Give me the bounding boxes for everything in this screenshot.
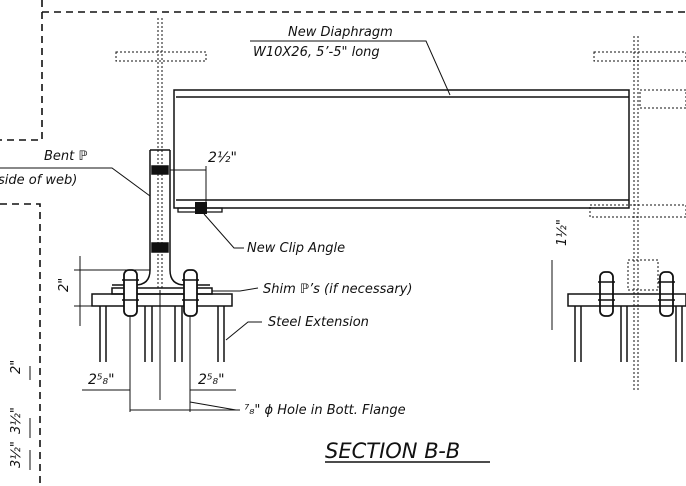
dim-bolt-right: 2⁵₈" [198,372,225,388]
dim-edge-b: 3½" [9,407,24,434]
new-clip-angle [177,202,223,214]
label-new-diaphragm: New Diaphragm [288,25,393,40]
label-hole-note: ⁷₈" ϕ Hole in Bott. Flange [244,403,406,418]
dim-height-left: 2" [57,278,72,292]
right-bearing [567,293,686,362]
right-bolt [183,269,198,317]
label-shim-plates: Shim ℙ’s (if necessary) [263,282,412,297]
left-top-flange [115,51,207,62]
left-bearing [91,287,233,362]
leader-hole [189,401,240,411]
left-sole-plate [91,293,233,307]
label-diaphragm-size: W10X26, 5’-5" long [253,45,380,60]
section-title: SECTION B-B [325,439,460,463]
bent-plate-bolt-lower [151,242,169,253]
leader-diaphragm [250,40,451,96]
dim-edge-a: 2" [9,360,24,374]
right-girder [589,36,686,390]
right-hidden-plate [627,259,659,291]
labels: New Diaphragm W10X26, 5’-5" long Bent ℙ … [0,25,570,468]
left-bolt [123,269,138,317]
label-steel-extension: Steel Extension [268,315,369,330]
dim-edge-c: 3½" [9,441,24,468]
diaphragm-outline [173,89,630,209]
label-bent-plate-note: side of web) [0,173,77,188]
label-bent-plate: Bent ℙ [44,149,88,164]
dim-bolt-left: 2⁵₈" [88,372,115,388]
clip-angle-leg [177,207,223,213]
new-diaphragm-beam [173,89,630,209]
leader-bent-plate [0,167,151,197]
leader-clip-angle [203,213,244,249]
right-hidden-stiffener [589,204,686,218]
clip-angle-bolt [195,202,207,214]
label-new-clip-angle: New Clip Angle [247,241,345,256]
right-top-flange [593,51,686,62]
dimension-lines [29,166,553,470]
bent-plate-left-leg [112,150,151,286]
leader-shim [212,287,259,292]
dim-offset-right: 1½" [555,219,570,246]
left-girder [115,18,207,290]
right-hidden-flange [639,89,686,109]
bolt-details [122,279,675,301]
leader-lines [0,40,451,411]
dim-offset-top: 2½" [208,150,237,166]
leader-steel-extension [225,321,262,341]
bent-plate-bolt-upper [151,165,169,175]
